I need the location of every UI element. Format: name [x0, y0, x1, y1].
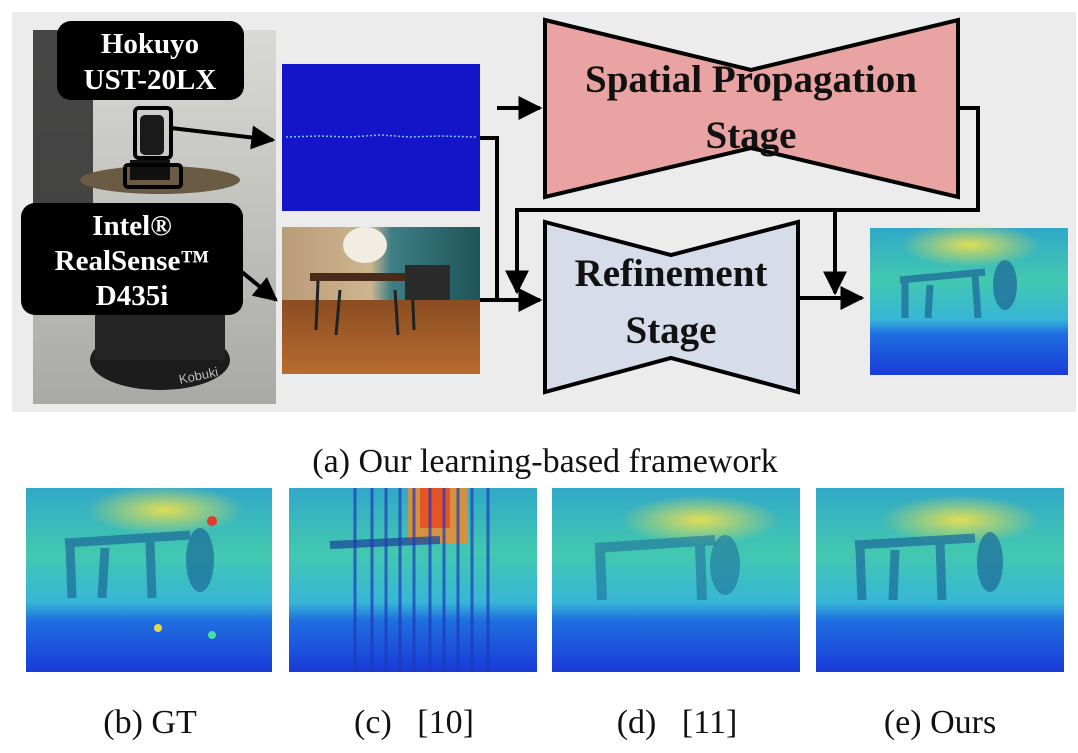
framework-caption: (a) Our learning-based framework — [312, 443, 777, 480]
refinement-stage-line2: Stage — [626, 309, 717, 352]
lidar-input-image — [282, 64, 480, 211]
realsense-line2: RealSense™ — [55, 245, 210, 277]
realsense-line3: D435i — [96, 280, 169, 312]
result-ref10-image — [289, 488, 537, 672]
caption-ref10: (c) [10] — [354, 704, 474, 741]
refinement-stage-line1: Refinement — [575, 252, 768, 295]
realsense-line1: Intel® — [92, 210, 172, 242]
spatial-stage-line1: Spatial Propagation — [585, 58, 917, 101]
caption-ref11: (d) [11] — [617, 704, 738, 741]
spatial-propagation-stage: Spatial Propagation Stage — [543, 17, 960, 200]
result-gt-image — [26, 485, 272, 672]
result-ref11-image — [552, 488, 800, 672]
result-ours-image — [816, 488, 1064, 672]
camera-highlight-box — [123, 163, 183, 189]
output-depth-image — [870, 223, 1068, 375]
hokuyo-label: Hokuyo UST-20LX — [57, 21, 244, 100]
flow-arrows — [170, 96, 980, 312]
spatial-stage-line2: Stage — [706, 114, 797, 157]
lidar-highlight-box — [133, 106, 173, 160]
hokuyo-line1: Hokuyo — [101, 28, 199, 60]
realsense-label: Intel® RealSense™ D435i — [21, 203, 243, 315]
caption-gt: (b) GT — [103, 704, 197, 741]
rgb-input-image — [282, 227, 480, 374]
refinement-stage: Refinement Stage — [543, 219, 800, 395]
caption-ours: (e) Ours — [884, 704, 996, 741]
hokuyo-line2: UST-20LX — [84, 64, 217, 96]
